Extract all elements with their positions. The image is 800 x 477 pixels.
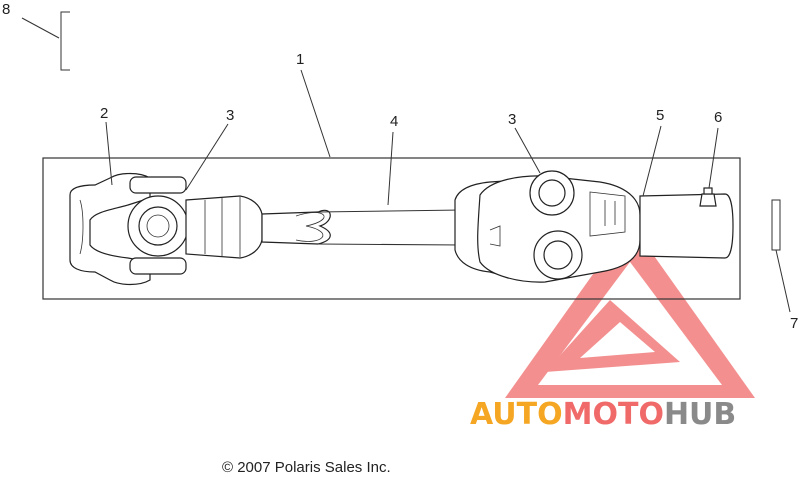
bracket-8 bbox=[21, 11, 70, 71]
copyright-notice: © 2007 Polaris Sales Inc. bbox=[222, 459, 391, 476]
callout-6: 6 bbox=[714, 109, 722, 126]
grease-fitting-6 bbox=[699, 187, 717, 207]
watermark-part-hub: HUB bbox=[664, 397, 736, 432]
watermark-logo bbox=[505, 222, 755, 398]
right-yoke-assembly bbox=[454, 170, 734, 283]
leader-lines bbox=[105, 69, 719, 206]
shaft-4 bbox=[261, 209, 463, 246]
watermark-part-moto: MOTO bbox=[563, 397, 664, 432]
callout-3-left: 3 bbox=[226, 107, 234, 124]
callout-8: 8 bbox=[2, 1, 10, 18]
callout-2: 2 bbox=[100, 105, 108, 122]
left-yoke-assembly bbox=[69, 172, 263, 286]
callout-7: 7 bbox=[790, 315, 798, 332]
watermark-part-auto: AUTO bbox=[470, 397, 563, 432]
callout-4: 4 bbox=[390, 113, 398, 130]
callout-5: 5 bbox=[656, 107, 664, 124]
callout-3-right: 3 bbox=[508, 111, 516, 128]
watermark-text: AUTOMOTOHUB bbox=[470, 397, 736, 432]
part-7-shim bbox=[771, 199, 781, 251]
callout-1: 1 bbox=[296, 51, 304, 68]
